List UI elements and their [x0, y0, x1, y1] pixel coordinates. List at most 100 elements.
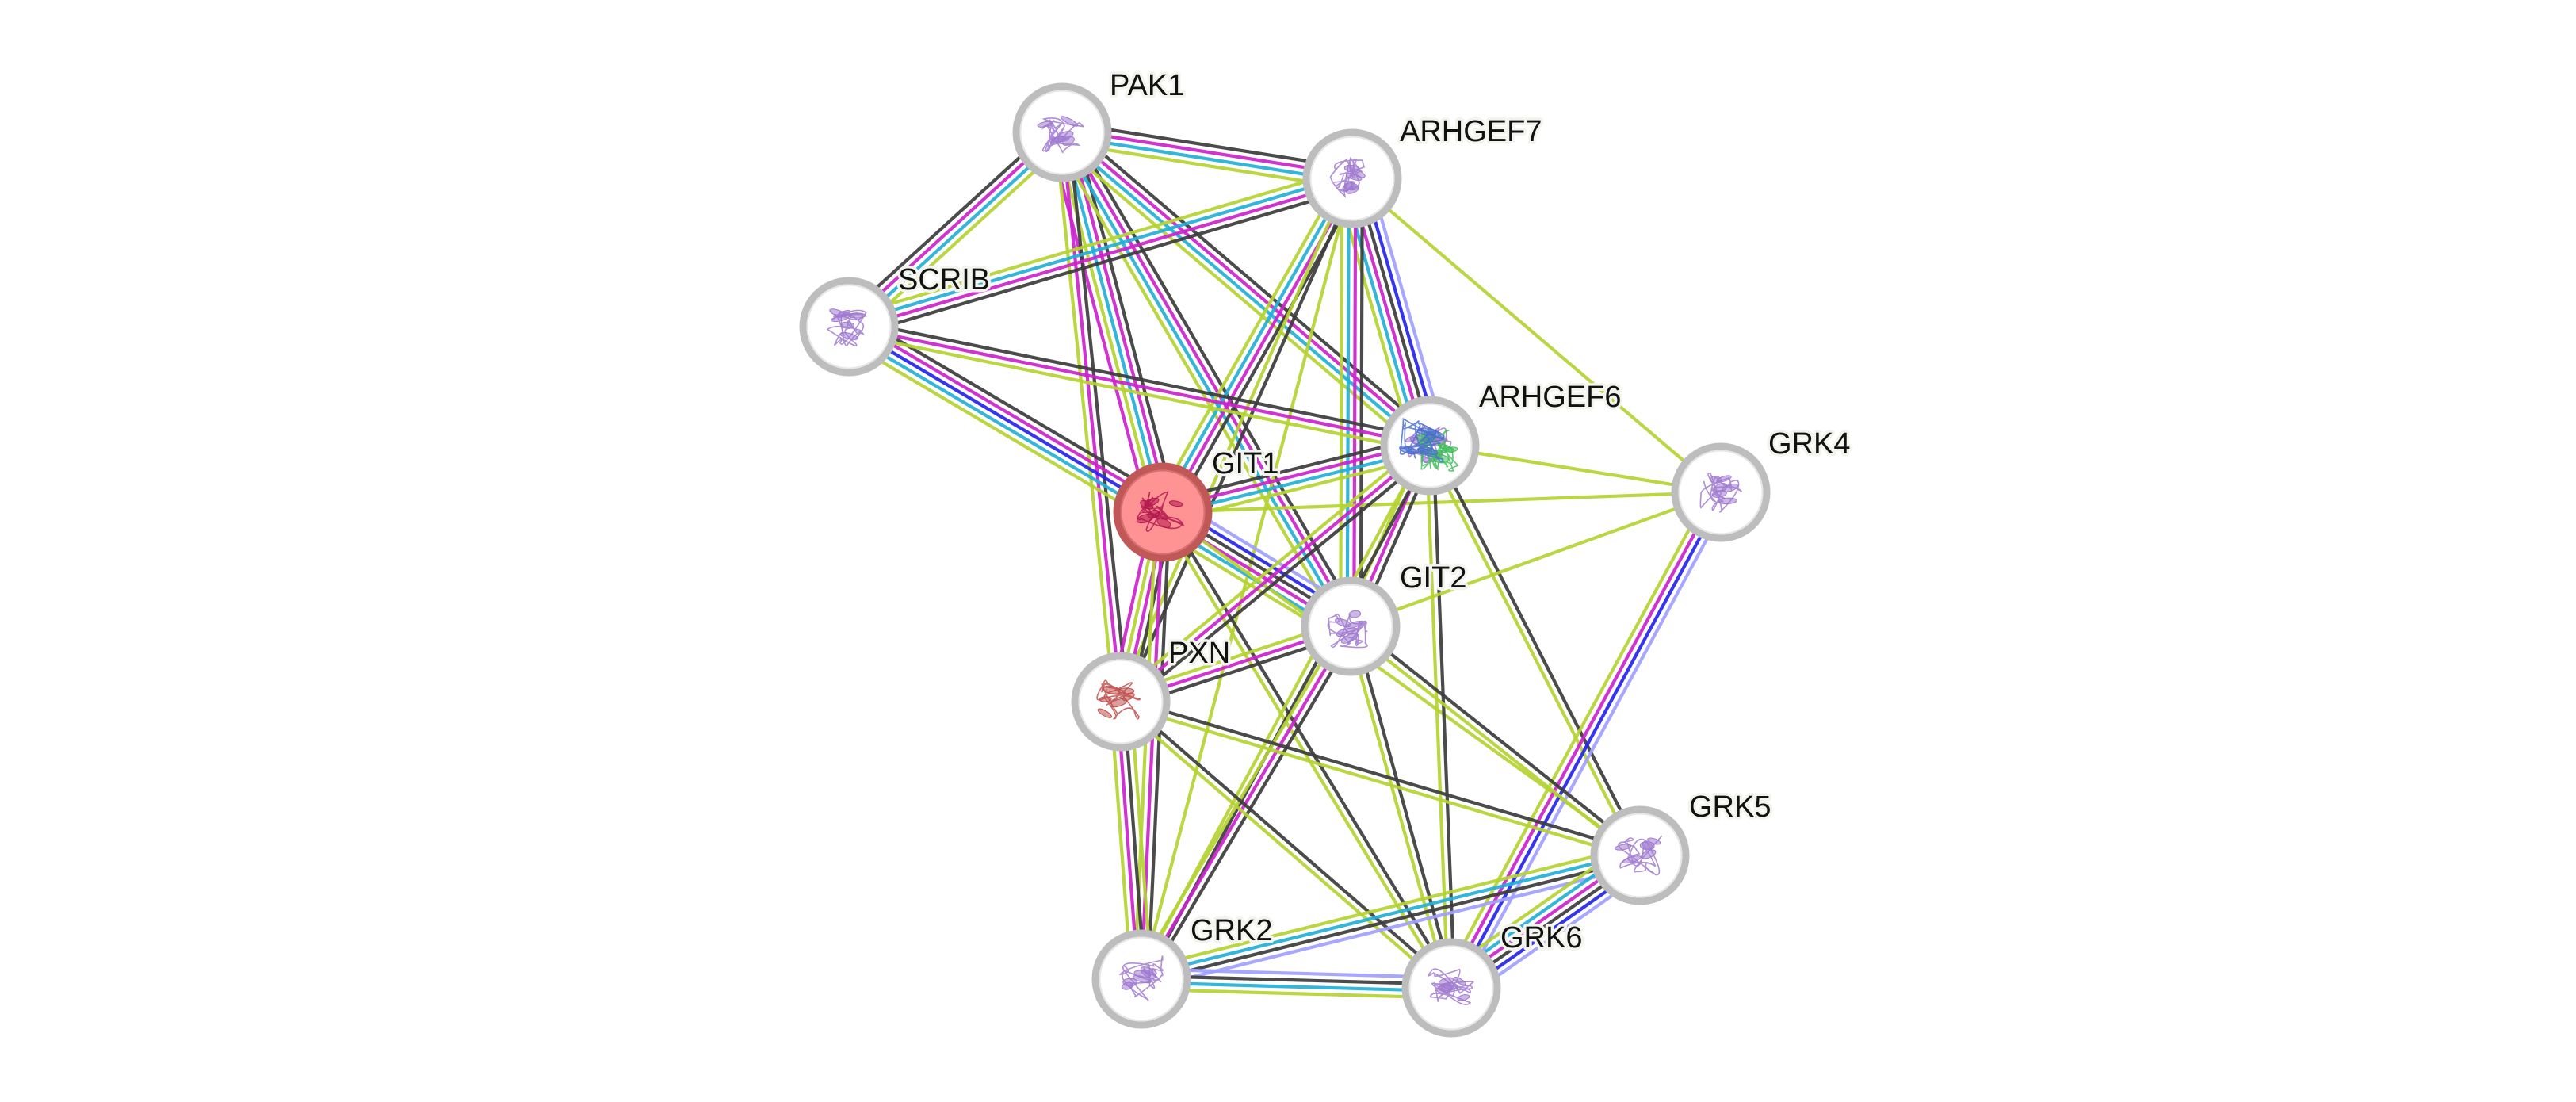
edge-line-databases[interactable] [1345, 178, 1351, 626]
edge-line-experiments[interactable] [851, 319, 1168, 508]
edge-line-experiments[interactable] [1060, 132, 1123, 702]
edge-line-textmining[interactable] [1350, 491, 1722, 628]
edge-line-textmining[interactable] [1141, 987, 1451, 1000]
edge-line-textmining[interactable] [1060, 140, 1351, 190]
edge-line-coexpression[interactable] [1063, 121, 1355, 170]
edge-line-databases[interactable] [1140, 850, 1640, 978]
edge-line-textmining[interactable] [1139, 178, 1355, 980]
node-circle[interactable] [1012, 82, 1112, 182]
edge-line-textmining[interactable] [1053, 133, 1158, 515]
edge-line-experiments[interactable] [1119, 444, 1431, 703]
edge-line-coexpression[interactable] [1351, 622, 1643, 855]
edge-line-databases[interactable] [847, 173, 1352, 325]
edge-grk2-grk6[interactable] [1141, 967, 1452, 1000]
edge-line-coexpression[interactable] [1146, 512, 1171, 980]
edge-line-databases[interactable] [1158, 175, 1351, 511]
edge-line-textmining[interactable] [1116, 176, 1351, 702]
node-git1[interactable]: GIT1 [1113, 445, 1282, 562]
edge-arhgef7-grk2[interactable] [1139, 178, 1355, 980]
edge-line-experiments[interactable] [1063, 129, 1355, 626]
edge-line-coexpression[interactable] [1145, 629, 1359, 984]
edge-line-textmining[interactable] [1425, 446, 1639, 858]
edge-line-homology[interactable] [1143, 863, 1643, 991]
edge-arhgef7-grk4[interactable] [1351, 177, 1722, 494]
edge-line-textmining[interactable] [1351, 177, 1722, 494]
edge-line-textmining[interactable] [1162, 490, 1722, 515]
edge-line-experiments[interactable] [1063, 128, 1434, 445]
edge-line-coexpression[interactable] [1122, 178, 1357, 704]
edge-line-textmining[interactable] [1424, 446, 1450, 989]
edge-line-coexpression[interactable] [1141, 974, 1452, 986]
edge-line-coexpression[interactable] [1067, 131, 1129, 702]
edge-arhgef7-pxn[interactable] [1116, 176, 1357, 704]
node-grk4[interactable]: GRK4 [1671, 425, 1853, 542]
edge-line-coexpression[interactable] [1164, 509, 1456, 987]
edge-line-textmining[interactable] [847, 331, 1429, 454]
edge-grk4-git2[interactable] [1350, 491, 1722, 628]
node-grk6[interactable]: GRK6 [1401, 919, 1585, 1038]
edge-line-coexpression[interactable] [1141, 857, 1642, 985]
edge-line-textmining[interactable] [1115, 438, 1427, 698]
edge-line-coexpression[interactable] [1067, 123, 1438, 439]
edge-line-textmining[interactable] [1117, 702, 1450, 992]
edge-line-coexpression[interactable] [851, 186, 1356, 339]
edge-line-textmining[interactable] [1339, 178, 1344, 626]
protein-helix [1099, 696, 1112, 702]
edge-line-textmining[interactable] [1440, 486, 1714, 984]
edge-scrib-arhgef6[interactable] [847, 318, 1432, 454]
edge-pak1-pxn[interactable] [1053, 131, 1129, 703]
edge-line-coexpression[interactable] [1124, 449, 1435, 709]
protein-helix [1109, 698, 1128, 708]
node-pxn[interactable]: PXN [1071, 634, 1233, 752]
edge-line-coexpression[interactable] [1352, 625, 1457, 988]
edge-line-experiments[interactable] [849, 180, 1354, 332]
edge-pak1-git1[interactable] [1047, 128, 1178, 516]
edge-line-textmining[interactable] [841, 336, 1157, 526]
edge-pxn-grk5[interactable] [1119, 696, 1642, 861]
protein-helix [1457, 994, 1470, 1001]
edge-line-textmining[interactable] [845, 166, 1350, 319]
edge-line-textmining[interactable] [1138, 844, 1638, 971]
edge-line-coexpression[interactable] [1359, 178, 1364, 627]
edge-line-experiments[interactable] [1352, 178, 1358, 627]
edge-line-textmining[interactable] [1053, 132, 1116, 703]
edge-line-cooccurrence[interactable] [1452, 493, 1726, 991]
edge-line-textmining[interactable] [1347, 627, 1639, 859]
node-pak1[interactable]: PAK1 [1012, 67, 1187, 182]
edge-line-experiments[interactable] [1047, 135, 1152, 516]
edge-line-coexpression[interactable] [1122, 698, 1455, 987]
edge-line-coexpression[interactable] [1121, 696, 1642, 854]
edge-pxn-grk6[interactable] [1117, 698, 1455, 992]
edge-line-cooccurrence[interactable] [847, 325, 1164, 514]
edge-git2-grk5[interactable] [1347, 622, 1643, 859]
edge-arhgef6-grk5[interactable] [1425, 443, 1645, 858]
edge-line-databases[interactable] [1058, 133, 1429, 450]
edge-line-coexpression[interactable] [1431, 443, 1645, 855]
node-circle[interactable] [1590, 805, 1690, 905]
edge-line-coexpression[interactable] [1069, 126, 1361, 622]
edge-git1-grk4[interactable] [1162, 490, 1722, 515]
node-git2[interactable]: GIT2 [1301, 559, 1470, 676]
edge-line-textmining[interactable] [1345, 626, 1450, 989]
edge-line-databases[interactable] [1057, 133, 1350, 629]
edge-line-homology[interactable] [1141, 967, 1452, 980]
edge-line-experiments[interactable] [1140, 625, 1352, 981]
edge-line-coexpression[interactable] [850, 318, 1432, 441]
edge-line-databases[interactable] [1141, 981, 1451, 993]
node-scrib[interactable]: SCRIB [799, 261, 993, 377]
edge-line-textmining[interactable] [1152, 172, 1345, 508]
node-grk2[interactable]: GRK2 [1091, 912, 1275, 1029]
edge-arhgef6-pxn[interactable] [1115, 438, 1435, 709]
edge-grk5-grk2[interactable] [1138, 844, 1643, 991]
edge-line-databases[interactable] [844, 331, 1160, 520]
edge-arhgef7-scrib[interactable] [845, 166, 1356, 339]
edge-arhgef7-git2[interactable] [1339, 178, 1364, 627]
node-arhgef6[interactable]: ARHGEF6 [1380, 378, 1624, 496]
edge-line-databases[interactable] [1060, 132, 1165, 513]
edge-line-experiments[interactable] [848, 324, 1431, 448]
edge-line-homology[interactable] [1458, 496, 1732, 994]
node-grk5[interactable]: GRK5 [1590, 788, 1774, 905]
edge-git2-grk6[interactable] [1345, 625, 1457, 989]
edge-line-textmining[interactable] [1119, 703, 1640, 861]
node-arhgef7[interactable]: ARHGEF7 [1302, 113, 1545, 228]
